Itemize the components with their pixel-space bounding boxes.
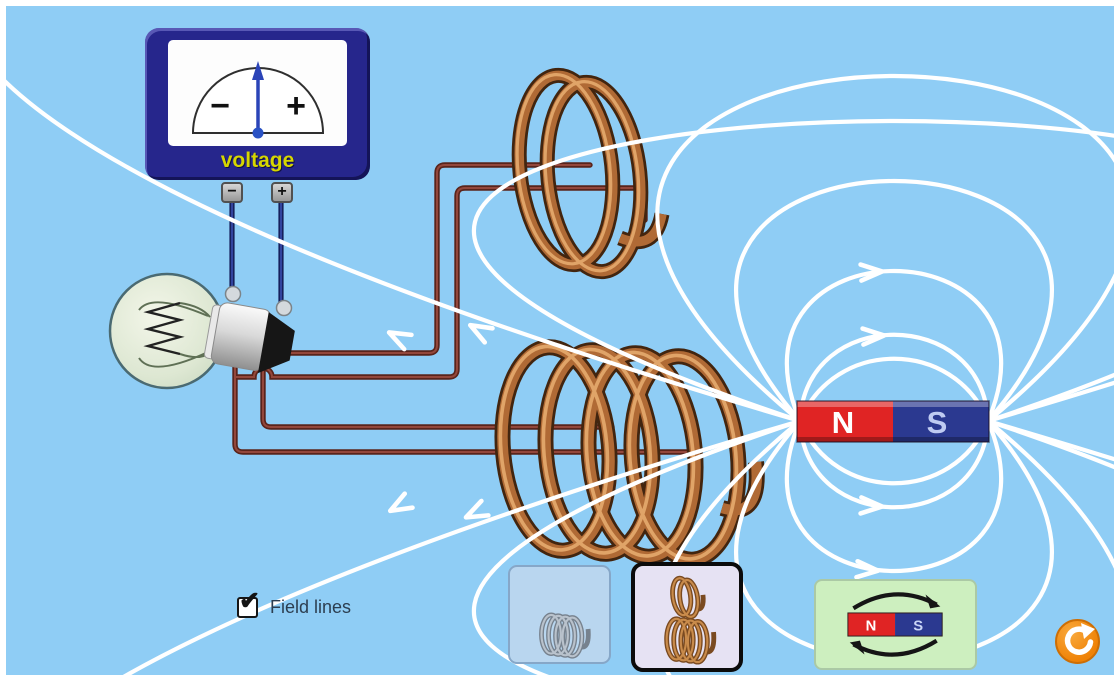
field-lines-label: Field lines: [270, 597, 352, 617]
flip-north-label: N: [866, 619, 877, 635]
magnet-north-half[interactable]: [797, 401, 893, 442]
reset-icon: [1064, 623, 1095, 655]
single-coil-icon: [539, 612, 591, 659]
flip-arrow-bottom: [852, 638, 938, 657]
flip-magnet-icon: N S: [847, 592, 943, 657]
bulb-contact-top: [224, 285, 242, 303]
voltmeter-plus-terminal: +: [271, 182, 293, 203]
voltmeter-needle-tip: [252, 61, 264, 80]
voltmeter: − + voltage: [145, 28, 370, 180]
double-coil-icon: [664, 575, 717, 665]
reset-button[interactable]: [1055, 619, 1100, 664]
light-bulb: [108, 272, 295, 390]
field-lines-checkbox[interactable]: ✔: [237, 589, 260, 618]
bar-magnet[interactable]: N S: [796, 400, 990, 443]
magnet-south-half[interactable]: [893, 401, 989, 442]
voltmeter-label: voltage: [220, 149, 295, 172]
bulb-filament: [143, 301, 185, 356]
bulb-socket: [203, 302, 295, 374]
checkmark-icon: ✔: [239, 587, 260, 615]
magnet-north-label: N: [832, 405, 854, 440]
bulb-contact-right: [275, 299, 293, 317]
field-lines-checkbox-row[interactable]: ✔ Field lines: [237, 589, 352, 618]
gauge-minus-sign: −: [210, 87, 230, 125]
voltmeter-minus-terminal: −: [221, 182, 243, 203]
gauge-plus-sign: +: [286, 87, 306, 125]
voltmeter-gauge: − +: [168, 40, 347, 146]
double-coil-button[interactable]: [631, 562, 743, 672]
flip-south-label: S: [913, 619, 923, 635]
two-loop-coil: [511, 67, 670, 280]
voltmeter-lead-wires: [229, 200, 284, 308]
flip-magnet-button[interactable]: N S: [814, 579, 977, 670]
flip-arrow-top: [852, 592, 938, 611]
magnet-south-label: S: [927, 405, 948, 440]
field-direction-arrows: [386, 262, 887, 580]
voltmeter-needle-pivot: [252, 127, 264, 139]
single-coil-button[interactable]: [508, 565, 611, 664]
four-loop-coil: [494, 339, 765, 568]
